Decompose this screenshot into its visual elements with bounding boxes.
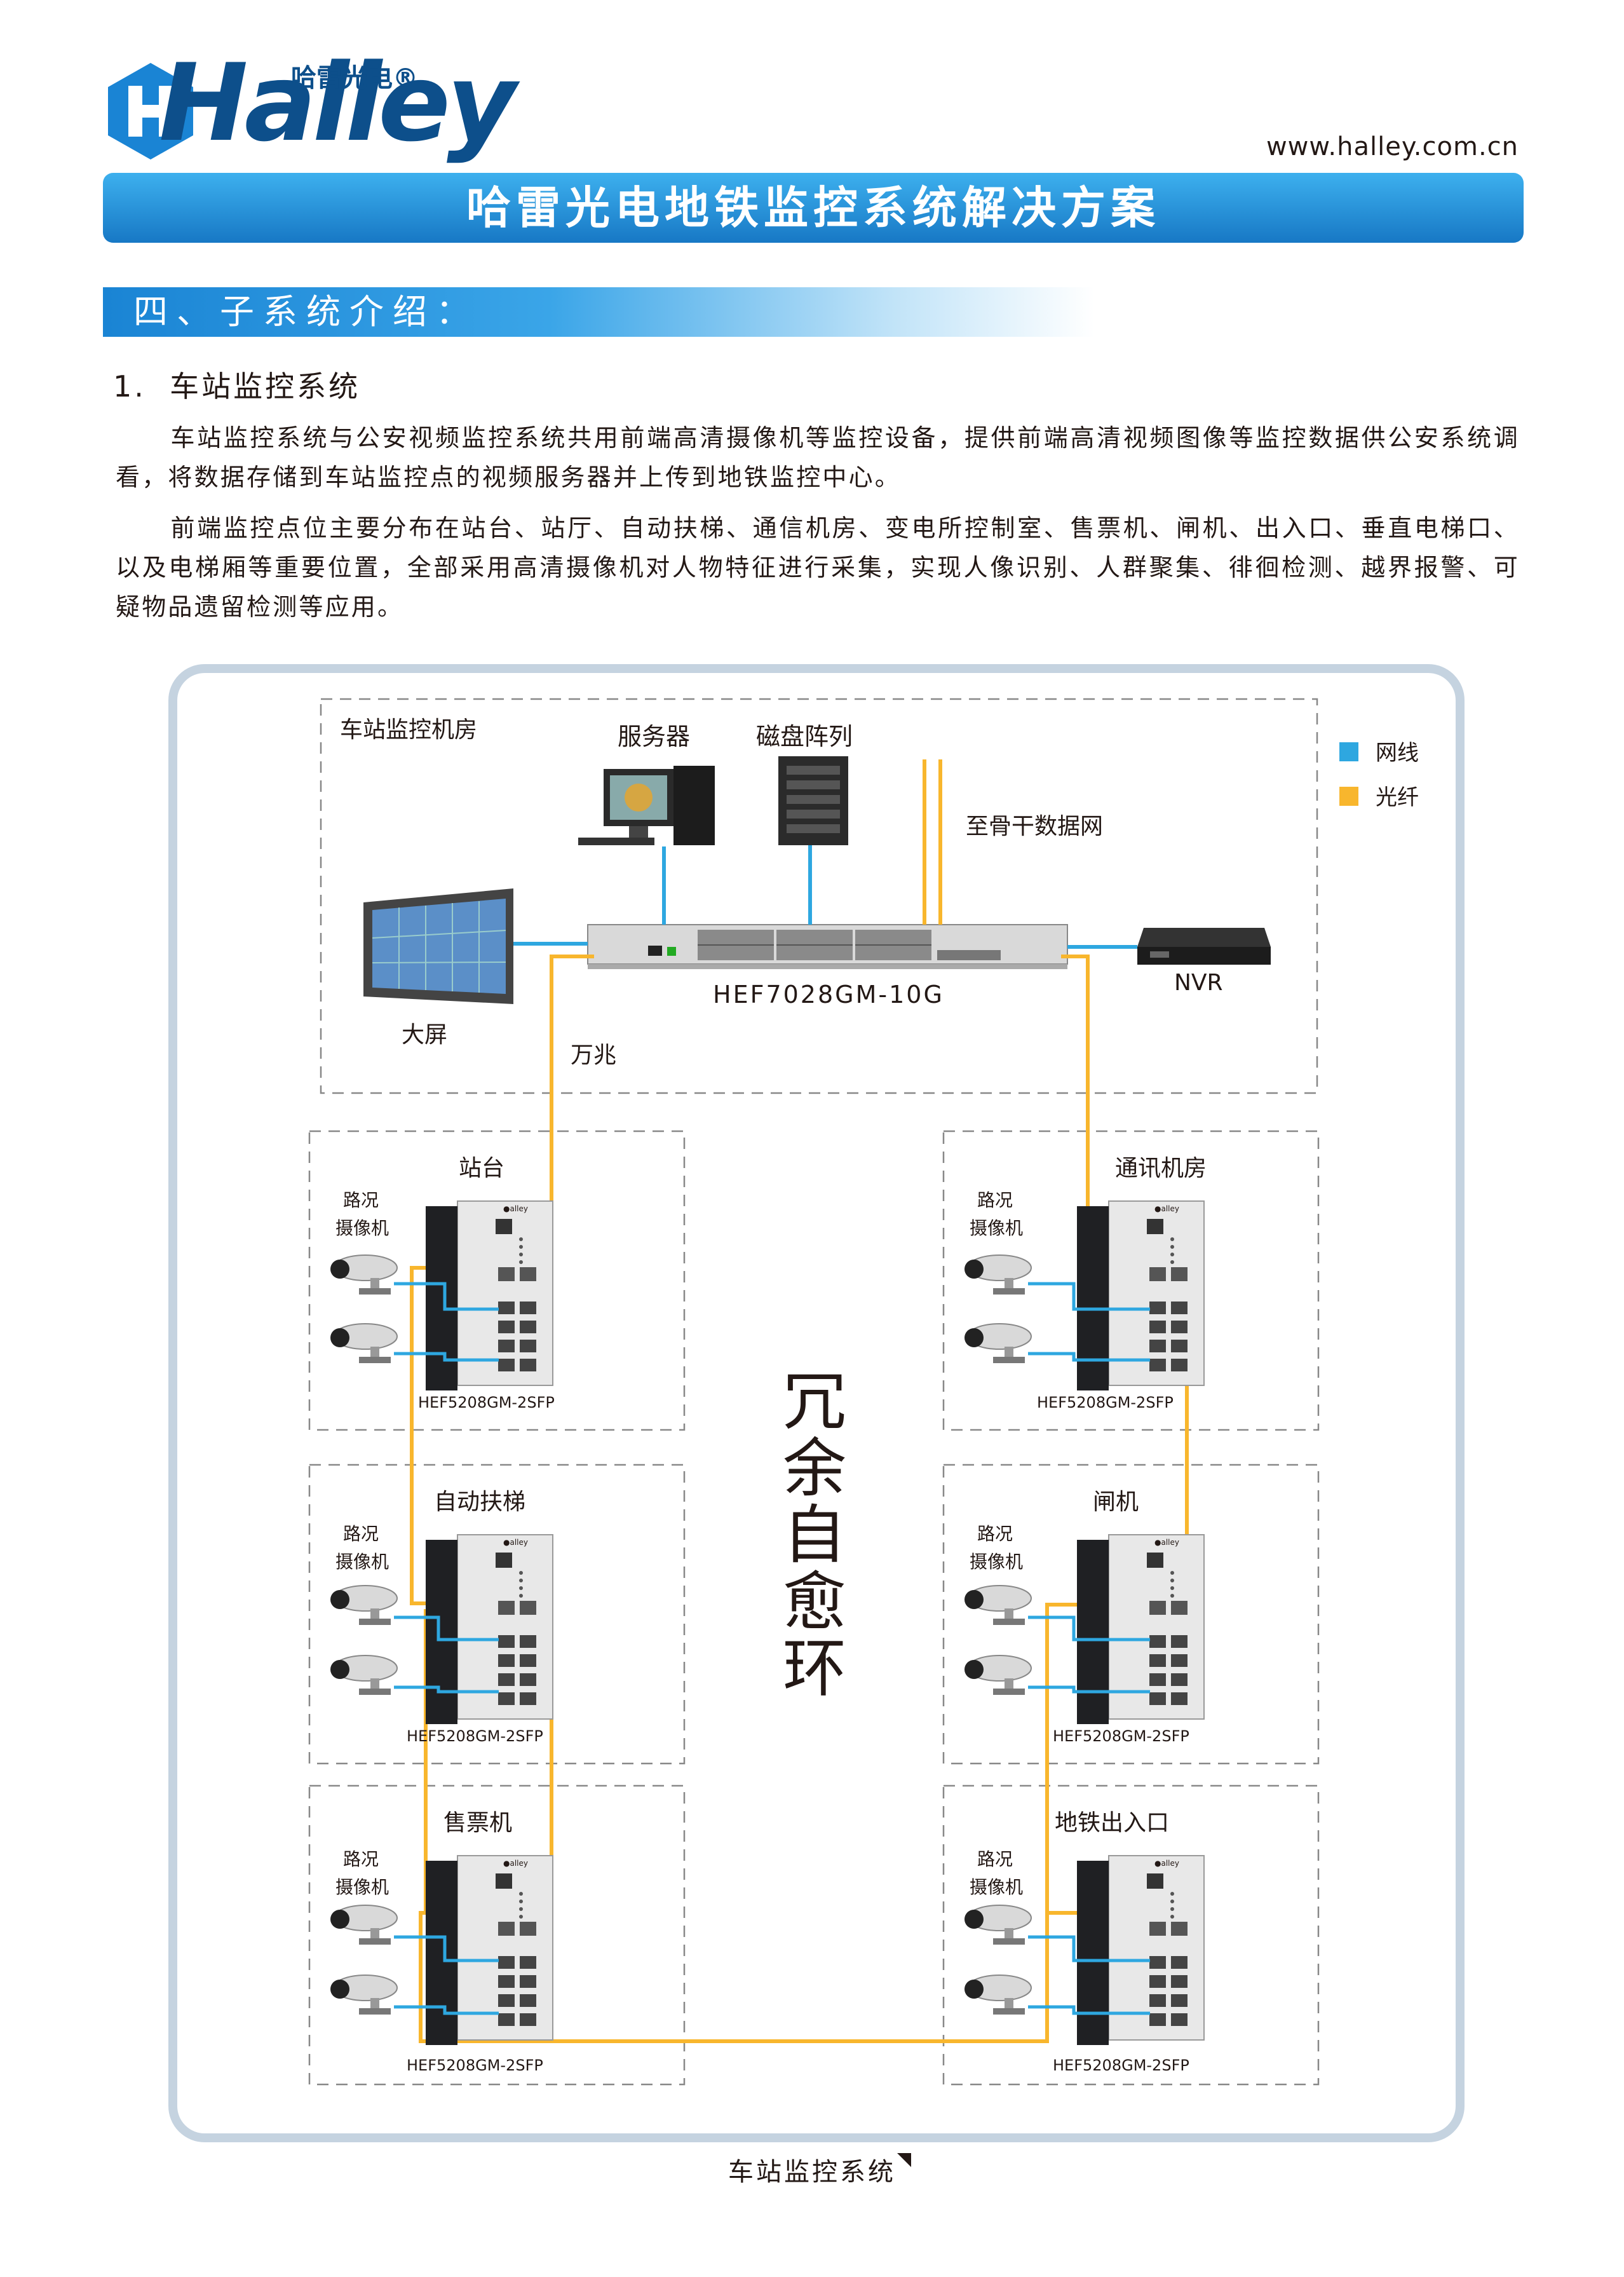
ring-label-2: 余 bbox=[783, 1431, 846, 1506]
node-escalator: 自动扶梯 路况 摄像机 HEF5208GM-2SFP bbox=[330, 1489, 553, 1745]
node-model: HEF5208GM-2SFP bbox=[407, 2056, 543, 2074]
backbone-label: 至骨干数据网 bbox=[966, 813, 1103, 839]
ring-label-3: 自 bbox=[783, 1498, 846, 1572]
diagram-frame bbox=[168, 664, 1465, 2142]
camera-label: 摄像机 bbox=[970, 1551, 1023, 1572]
camera-label: 摄像机 bbox=[335, 1551, 389, 1572]
node-comm-room: 通讯机房 路况 摄像机 HEF5208GM-2SFP bbox=[964, 1155, 1207, 1411]
legend-swatch-cable bbox=[1339, 742, 1358, 761]
title-banner: 哈雷光电地铁监控系统解决方案 bbox=[103, 173, 1524, 243]
camera-label: 摄像机 bbox=[970, 1218, 1023, 1239]
section-heading: 四、子系统介绍： bbox=[133, 292, 479, 332]
node-title: 通讯机房 bbox=[1115, 1155, 1207, 1181]
page-title: 哈雷光电地铁监控系统解决方案 bbox=[466, 181, 1160, 234]
section-banner: 四、子系统介绍： bbox=[103, 287, 1094, 337]
subsection-heading: 1. 车站监控系统 bbox=[113, 369, 361, 404]
figure-caption: 车站监控系统 bbox=[728, 2158, 896, 2187]
logo-chinese-name: 哈雷光电® bbox=[291, 64, 418, 93]
node-title: 站台 bbox=[459, 1155, 504, 1181]
logo-hexagon-icon bbox=[108, 63, 193, 160]
node-title: 售票机 bbox=[443, 1810, 512, 1836]
halley-logo bbox=[103, 60, 198, 162]
node-title: 地铁出入口 bbox=[1055, 1810, 1169, 1836]
node-model: HEF5208GM-2SFP bbox=[1037, 1394, 1174, 1411]
node-box-2 bbox=[308, 1464, 686, 1765]
node-box-4 bbox=[942, 1130, 1320, 1431]
node-model: HEF5208GM-2SFP bbox=[1053, 1727, 1189, 1745]
ring-label-5: 环 bbox=[783, 1631, 846, 1706]
control-room-box bbox=[320, 698, 1318, 1094]
camera-label: 路况 bbox=[343, 1849, 379, 1870]
camera-label: 摄像机 bbox=[335, 1877, 389, 1898]
node-model: HEF5208GM-2SFP bbox=[407, 1727, 543, 1745]
disk-array-icon bbox=[778, 756, 848, 845]
node-platform: 站台 路况 摄像机 HEF5208GM-2SFP bbox=[330, 1155, 555, 1411]
website-url[interactable]: www.halley.com.cn bbox=[1266, 132, 1519, 161]
nvr-label: NVR bbox=[1174, 970, 1223, 996]
camera-label: 路况 bbox=[977, 1523, 1013, 1544]
nvr-icon bbox=[1137, 928, 1271, 965]
node-entrance: 地铁出入口 路况 摄像机 HEF5208GM-2SFP bbox=[964, 1810, 1205, 2074]
intro-paragraph-1: 车站监控系统与公安视频监控系统共用前端高清摄像机等监控设备，提供前端高清视频图像… bbox=[116, 424, 1520, 491]
legend-label-fiber: 光纤 bbox=[1376, 785, 1419, 810]
intro-paragraph-2: 前端监控点位主要分布在站台、站厅、自动扶梯、通信机房、变电所控制室、售票机、闸机… bbox=[116, 514, 1520, 621]
legend-label-cable: 网线 bbox=[1376, 740, 1419, 766]
logo-wordmark: Halley bbox=[159, 41, 517, 165]
video-wall-icon bbox=[363, 888, 513, 1004]
camera-label: 路况 bbox=[343, 1523, 379, 1544]
screen-label: 大屏 bbox=[402, 1022, 447, 1048]
ring-label-1: 冗 bbox=[783, 1364, 846, 1439]
server-label: 服务器 bbox=[618, 723, 690, 751]
node-ticket-machine: 售票机 路况 摄像机 HEF5208GM-2SFP bbox=[330, 1810, 553, 2074]
node-title: 闸机 bbox=[1093, 1489, 1139, 1515]
caption-corner-mark bbox=[897, 2153, 911, 2167]
core-switch-icon bbox=[587, 924, 1068, 969]
wanzhao-label: 万兆 bbox=[571, 1042, 616, 1068]
disk-label: 磁盘阵列 bbox=[756, 723, 853, 751]
camera-label: 路况 bbox=[343, 1190, 379, 1211]
node-model: HEF5208GM-2SFP bbox=[418, 1394, 555, 1411]
camera-label: 摄像机 bbox=[970, 1877, 1023, 1898]
node-box-5 bbox=[942, 1464, 1320, 1765]
node-gate: 闸机 路况 摄像机 HEF5208GM-2SFP bbox=[964, 1489, 1205, 1745]
ring-label-4: 愈 bbox=[783, 1565, 846, 1639]
node-box-1 bbox=[308, 1130, 686, 1431]
node-model: HEF5208GM-2SFP bbox=[1053, 2056, 1189, 2074]
node-box-3 bbox=[308, 1784, 686, 2086]
camera-label: 摄像机 bbox=[335, 1218, 389, 1239]
node-box-6 bbox=[942, 1784, 1320, 2086]
server-icon bbox=[578, 766, 715, 845]
room-label: 车站监控机房 bbox=[340, 717, 477, 743]
node-title: 自动扶梯 bbox=[434, 1489, 525, 1515]
camera-label: 路况 bbox=[977, 1190, 1013, 1211]
camera-label: 路况 bbox=[977, 1849, 1013, 1870]
core-switch-model: HEF7028GM-10G bbox=[713, 981, 944, 1009]
legend-swatch-fiber bbox=[1339, 787, 1358, 806]
